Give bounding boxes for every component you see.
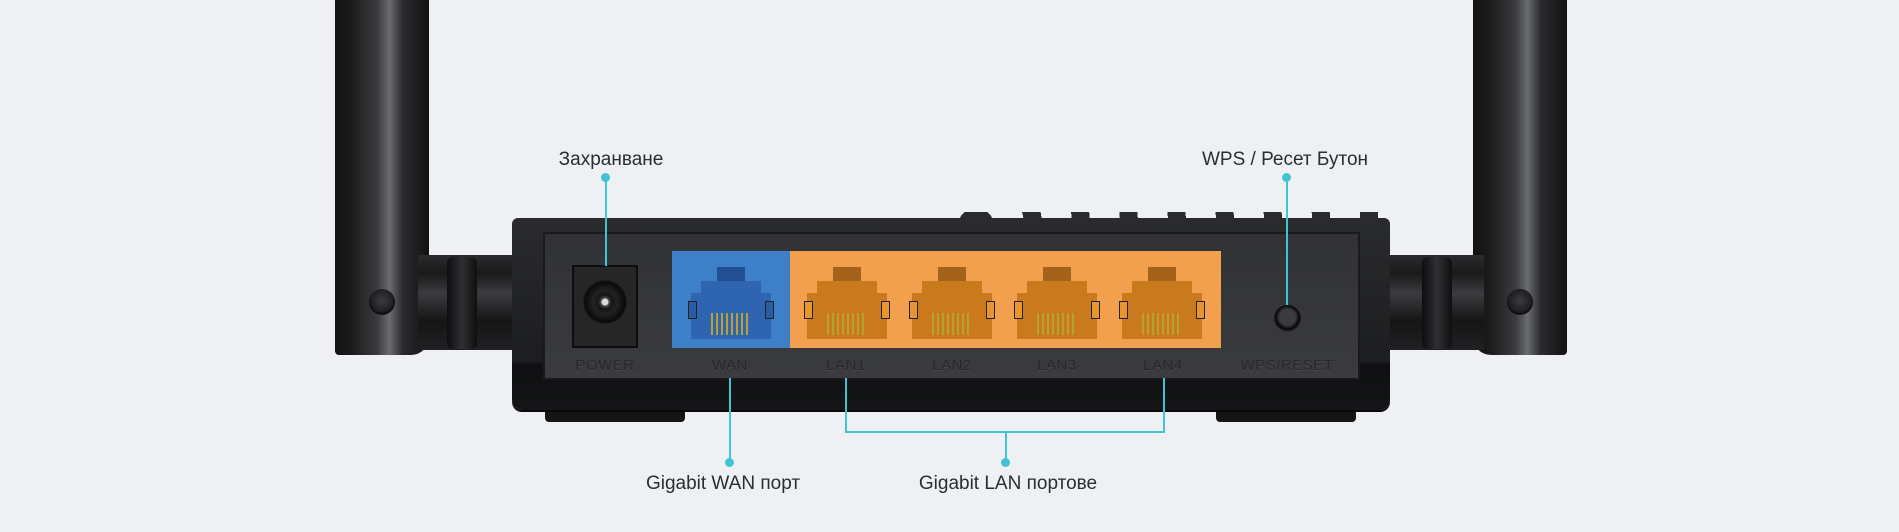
callout-wps-dot — [1282, 173, 1291, 182]
callout-wan-line — [729, 378, 731, 462]
rj45-port-icon — [1142, 313, 1182, 335]
right-hinge-ring — [1422, 257, 1452, 349]
rj45-port-icon — [827, 313, 867, 335]
chassis-vent-edge — [952, 212, 1390, 222]
silk-lan4: LAN4 — [1143, 357, 1183, 374]
callout-lan4-line — [1163, 378, 1165, 433]
lan-port-block — [790, 251, 1221, 348]
right-antenna — [1473, 0, 1567, 355]
callout-power-dot — [601, 173, 610, 182]
callout-wan-dot — [725, 458, 734, 467]
lan2-port[interactable] — [904, 263, 1000, 339]
wps-reset-button[interactable] — [1274, 305, 1301, 332]
antenna-screw-icon — [369, 289, 395, 315]
silk-lan1: LAN1 — [826, 357, 866, 374]
silk-power: POWER — [575, 357, 635, 374]
right-foot — [1216, 410, 1356, 422]
wan-port[interactable] — [683, 263, 779, 339]
left-foot — [545, 410, 685, 422]
rj45-port-icon — [1037, 313, 1077, 335]
silk-lan3: LAN3 — [1037, 357, 1077, 374]
callout-wan-label: Gigabit WAN порт — [645, 473, 801, 494]
silk-lan2: LAN2 — [932, 357, 972, 374]
callout-lan-dot — [1001, 458, 1010, 467]
rj45-port-icon — [711, 313, 751, 335]
callout-lan-stem — [1005, 431, 1007, 461]
antenna-screw-icon — [1507, 289, 1533, 315]
callout-power-label: Захранване — [558, 149, 664, 170]
dc-power-jack-icon — [583, 280, 627, 324]
callout-power-line — [605, 178, 607, 266]
rj45-port-icon — [932, 313, 972, 335]
silk-wan: WAN — [712, 357, 748, 374]
left-hinge-ring — [447, 257, 477, 349]
callout-wps-label: WPS / Ресет Бутон — [1201, 149, 1369, 170]
lan3-port[interactable] — [1009, 263, 1105, 339]
callout-lan-label: Gigabit LAN портове — [918, 473, 1098, 494]
lan4-port[interactable] — [1114, 263, 1210, 339]
left-antenna — [335, 0, 429, 355]
callout-wps-line — [1286, 178, 1288, 305]
lan1-port[interactable] — [799, 263, 895, 339]
power-jack[interactable] — [572, 265, 638, 348]
silk-wps-reset: WPS/RESET — [1240, 357, 1334, 374]
callout-lan1-line — [845, 378, 847, 433]
wan-port-block — [672, 251, 790, 348]
